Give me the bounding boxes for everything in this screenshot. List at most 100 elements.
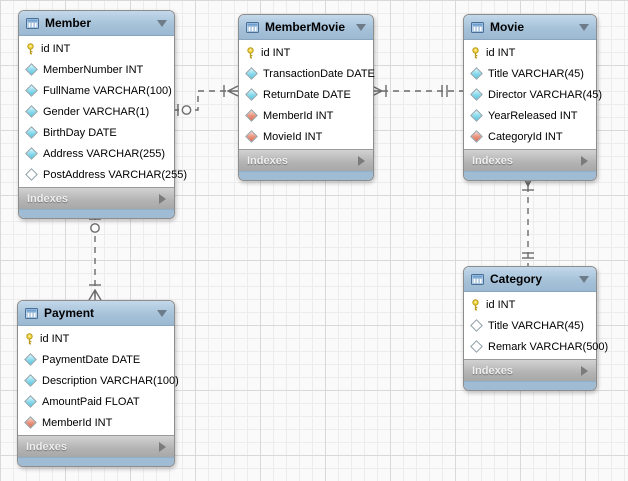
column-row[interactable]: MemberId INT <box>239 105 373 126</box>
indexes-label: Indexes <box>27 192 68 205</box>
column-row[interactable]: Gender VARCHAR(1) <box>19 101 174 122</box>
relationship-member-payment[interactable] <box>88 214 102 301</box>
column-icon <box>245 67 258 80</box>
column-label: id INT <box>40 332 70 345</box>
expand-arrow-icon <box>358 155 365 166</box>
collapse-arrow-icon[interactable] <box>356 23 366 31</box>
collapse-arrow-icon[interactable] <box>579 275 589 283</box>
column-row[interactable]: Address VARCHAR(255) <box>19 143 174 164</box>
relationship-membermovie-movie[interactable] <box>371 85 463 97</box>
column-row[interactable]: Director VARCHAR(45) <box>464 84 602 105</box>
primary-key-icon <box>247 46 254 58</box>
column-row[interactable]: Remark VARCHAR(500) <box>464 336 608 357</box>
column-label: TransactionDate DATE <box>263 67 375 80</box>
table-member-header[interactable]: Member <box>19 11 174 36</box>
column-icon <box>25 63 38 76</box>
column-label: PaymentDate DATE <box>42 353 141 366</box>
table-payment[interactable]: Payment id INT PaymentDate DATE Descript… <box>17 300 179 467</box>
table-membermovie-header[interactable]: MemberMovie <box>239 15 373 40</box>
column-row[interactable]: BirthDay DATE <box>19 122 174 143</box>
primary-key-icon <box>472 298 479 310</box>
table-title: Category <box>490 272 543 286</box>
column-row[interactable]: ReturnDate DATE <box>239 84 373 105</box>
column-label: Remark VARCHAR(500) <box>488 340 609 353</box>
column-label: MemberId INT <box>42 416 113 429</box>
relationship-movie-category[interactable] <box>522 175 534 266</box>
collapse-arrow-icon[interactable] <box>157 309 167 317</box>
nullable-column-icon <box>470 340 483 353</box>
column-row[interactable]: id INT <box>239 42 373 63</box>
indexes-row[interactable]: Indexes <box>464 149 596 171</box>
table-movie[interactable]: Movie id INT Title VARCHAR(45) Director … <box>463 14 602 181</box>
column-row[interactable]: AmountPaid FLOAT <box>18 391 174 412</box>
indexes-row[interactable]: Indexes <box>464 359 596 381</box>
column-label: id INT <box>41 42 71 55</box>
column-label: Title VARCHAR(45) <box>488 67 584 80</box>
column-row[interactable]: PostAddress VARCHAR(255) <box>19 164 187 185</box>
column-label: MemberId INT <box>263 109 334 122</box>
foreign-key-icon <box>245 109 258 122</box>
table-member[interactable]: Member id INT MemberNumber INT FullName … <box>18 10 187 219</box>
table-title: MemberMovie <box>265 20 346 34</box>
foreign-key-icon <box>245 130 258 143</box>
table-movie-header[interactable]: Movie <box>464 15 596 40</box>
table-category-header[interactable]: Category <box>464 267 596 292</box>
foreign-key-icon <box>470 130 483 143</box>
indexes-label: Indexes <box>472 364 513 377</box>
table-title: Member <box>45 16 92 30</box>
column-row[interactable]: id INT <box>464 294 596 315</box>
table-footer-bar <box>464 381 596 390</box>
table-icon <box>246 21 259 33</box>
column-icon <box>470 109 483 122</box>
indexes-label: Indexes <box>26 440 67 453</box>
column-label: CategoryId INT <box>488 130 563 143</box>
column-row[interactable]: YearReleased INT <box>464 105 596 126</box>
table-footer-bar <box>239 171 373 180</box>
indexes-row[interactable]: Indexes <box>19 187 174 209</box>
table-icon <box>25 307 38 319</box>
column-label: Gender VARCHAR(1) <box>43 105 150 118</box>
table-footer-bar <box>19 209 174 218</box>
column-row[interactable]: PaymentDate DATE <box>18 349 174 370</box>
column-row[interactable]: id INT <box>19 38 174 59</box>
indexes-row[interactable]: Indexes <box>18 435 174 457</box>
column-label: PostAddress VARCHAR(255) <box>43 168 188 181</box>
column-row[interactable]: MemberId INT <box>18 412 174 433</box>
collapse-arrow-icon[interactable] <box>579 23 589 31</box>
column-row[interactable]: MovieId INT <box>239 126 373 147</box>
column-label: AmountPaid FLOAT <box>42 395 140 408</box>
expand-arrow-icon <box>159 193 166 204</box>
column-icon <box>25 147 38 160</box>
collapse-arrow-icon[interactable] <box>157 19 167 27</box>
table-category[interactable]: Category id INT Title VARCHAR(45) Remark… <box>463 266 608 391</box>
column-row[interactable]: Title VARCHAR(45) <box>464 315 596 336</box>
column-row[interactable]: Description VARCHAR(100) <box>18 370 179 391</box>
column-label: id INT <box>486 46 516 59</box>
column-row[interactable]: id INT <box>18 328 174 349</box>
column-row[interactable]: id INT <box>464 42 596 63</box>
expand-arrow-icon <box>581 155 588 166</box>
table-icon <box>471 21 484 33</box>
column-label: MovieId INT <box>263 130 323 143</box>
column-row[interactable]: CategoryId INT <box>464 126 596 147</box>
relationship-member-membermovie[interactable] <box>173 85 239 116</box>
column-label: ReturnDate DATE <box>263 88 351 101</box>
table-payment-header[interactable]: Payment <box>18 301 174 326</box>
table-footer-bar <box>18 457 174 466</box>
column-icon <box>470 88 483 101</box>
column-icon <box>245 88 258 101</box>
table-membermovie[interactable]: MemberMovie id INT TransactionDate DATE … <box>238 14 375 181</box>
column-label: FullName VARCHAR(100) <box>43 84 172 97</box>
expand-arrow-icon <box>159 441 166 452</box>
column-row[interactable]: FullName VARCHAR(100) <box>19 80 174 101</box>
column-label: id INT <box>261 46 291 59</box>
indexes-row[interactable]: Indexes <box>239 149 373 171</box>
column-icon <box>24 374 37 387</box>
column-icon <box>25 105 38 118</box>
column-row[interactable]: MemberNumber INT <box>19 59 174 80</box>
column-row[interactable]: Title VARCHAR(45) <box>464 63 596 84</box>
column-row[interactable]: TransactionDate DATE <box>239 63 375 84</box>
column-icon <box>470 67 483 80</box>
